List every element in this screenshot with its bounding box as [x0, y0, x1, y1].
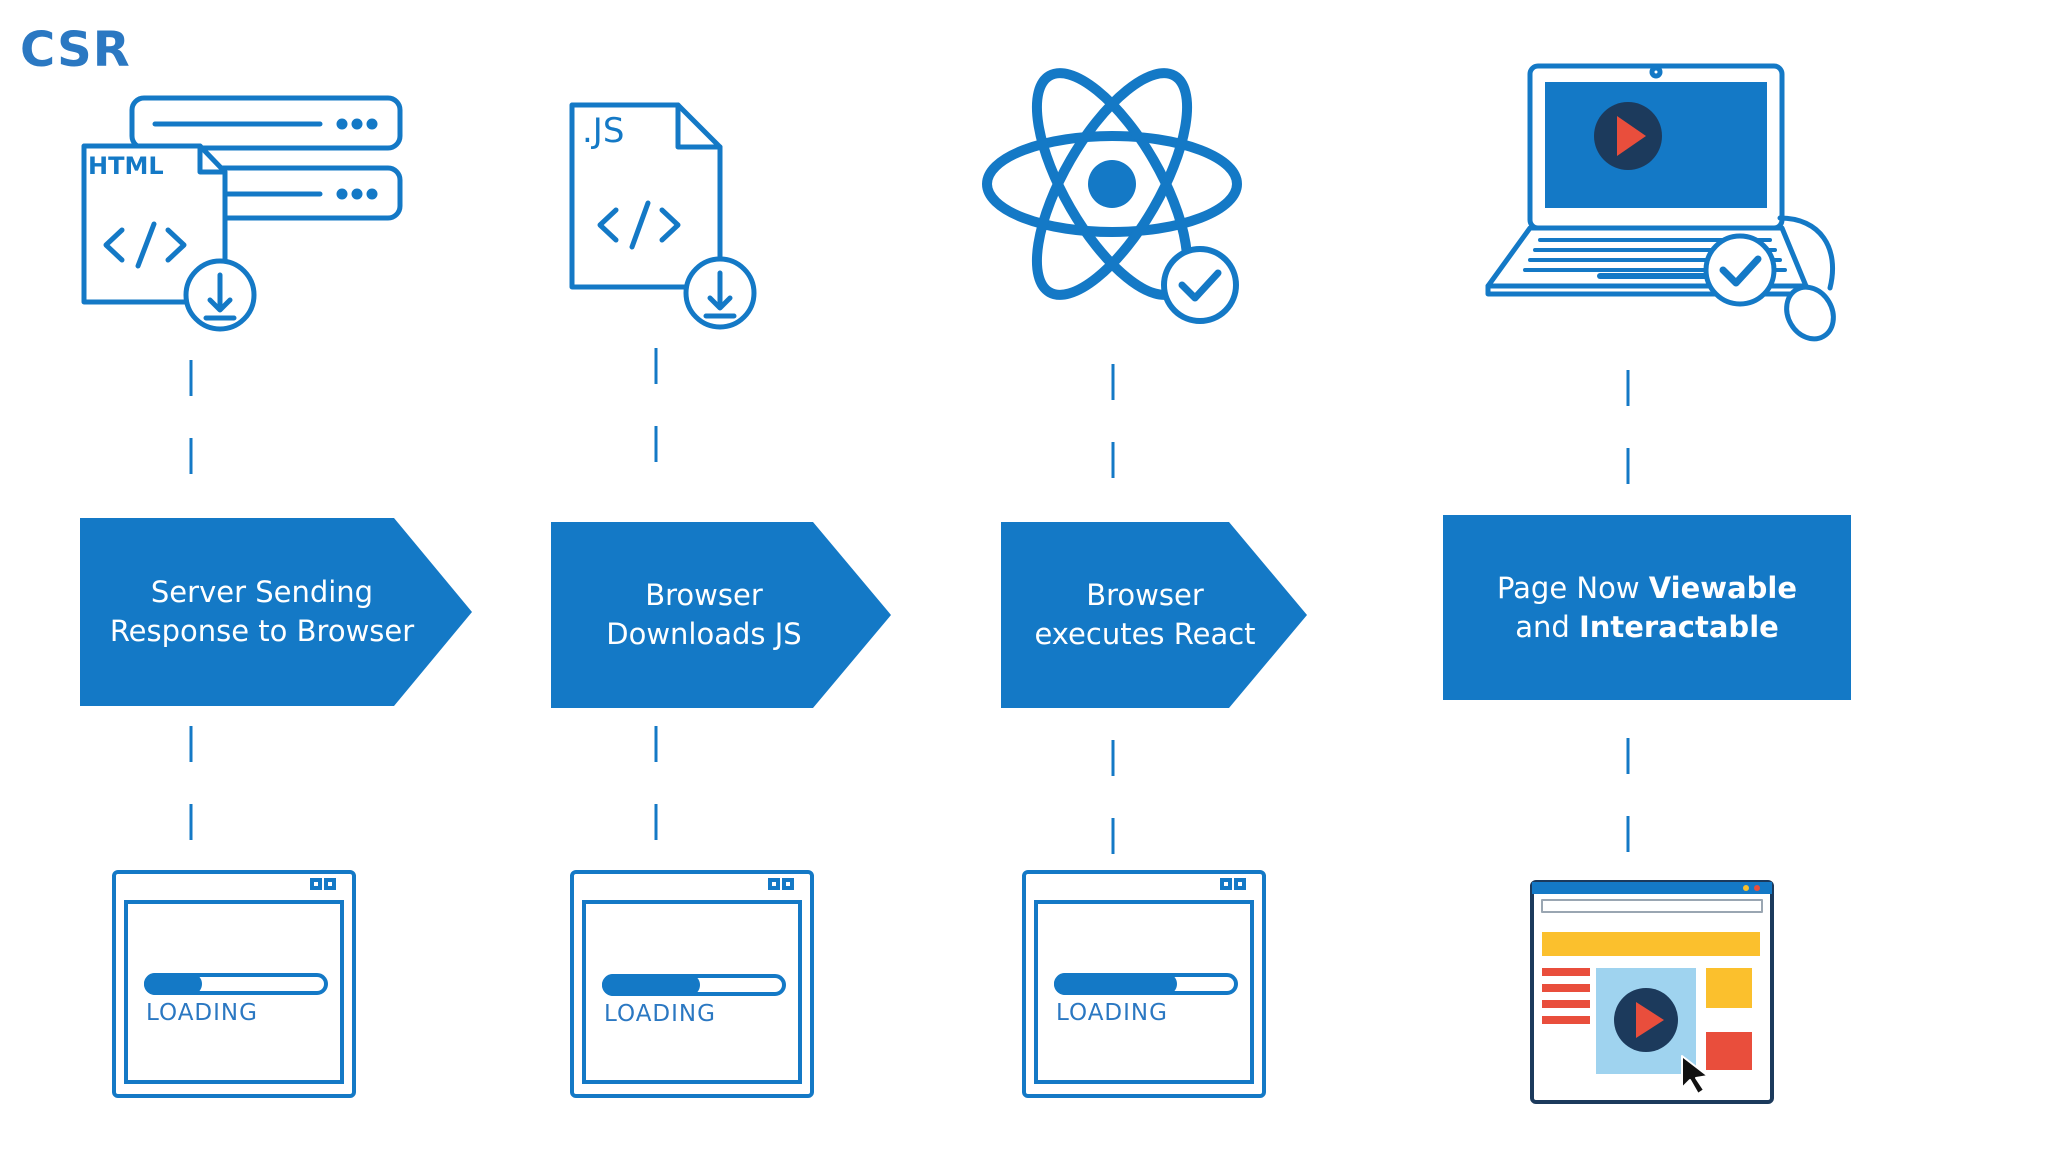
connector-line [1626, 738, 1630, 853]
progress-fill-1 [144, 973, 202, 995]
loading-label-1: LOADING [146, 1000, 258, 1026]
html-file-download-icon: HTML [70, 90, 410, 340]
loading-window-3: LOADING [1022, 870, 1267, 1100]
connector-line [1111, 740, 1115, 855]
connector-line [1111, 364, 1115, 479]
progress-fill-2 [602, 974, 700, 996]
connector-line [1626, 370, 1630, 485]
web-page-ready-icon [1530, 880, 1775, 1105]
step-4-box [1443, 515, 1851, 700]
connector-line [654, 726, 658, 841]
loading-window-1: LOADING [112, 870, 357, 1100]
connector-line [189, 360, 193, 475]
diagram-title: CSR [20, 22, 131, 78]
js-file-download-icon: .JS [560, 95, 780, 345]
step-2-arrow [551, 522, 891, 708]
html-file-label: HTML [88, 152, 164, 180]
connector-line [189, 726, 193, 841]
step-3-arrow [1001, 522, 1307, 708]
step-1-arrow [80, 518, 472, 706]
loading-window-2: LOADING [570, 870, 815, 1100]
progress-fill-3 [1054, 973, 1177, 995]
connector-line [654, 348, 658, 463]
loading-label-2: LOADING [604, 1001, 716, 1027]
react-atom-icon [975, 60, 1265, 330]
laptop-video-icon [1480, 58, 1840, 348]
js-file-label: .JS [582, 111, 625, 151]
loading-label-3: LOADING [1056, 1000, 1168, 1026]
step-4-label: Page Now Viewable and Interactable [1496, 570, 1798, 644]
